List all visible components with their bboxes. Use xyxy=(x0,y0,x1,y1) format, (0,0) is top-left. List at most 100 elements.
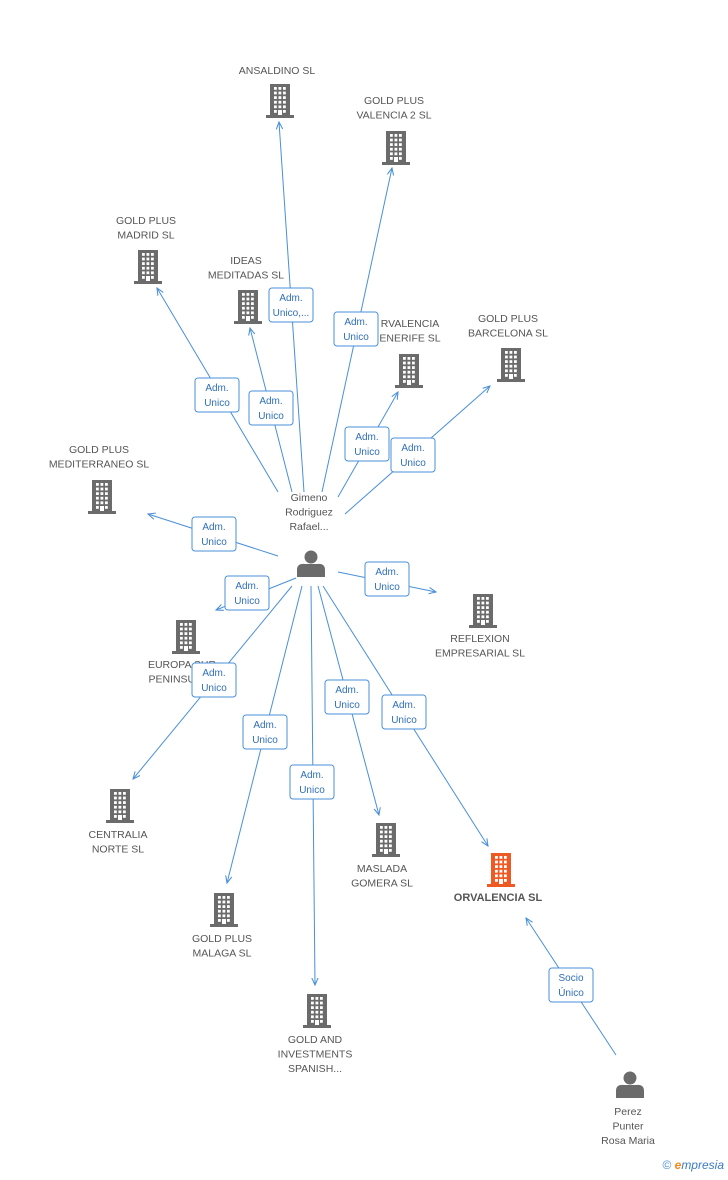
edge-label-text: Adm. xyxy=(375,567,398,578)
node-orv_tenerife[interactable]: RVALENCIA ENERIFE SL xyxy=(379,318,441,388)
node-label-line: MALAGA SL xyxy=(193,948,252,960)
edge-label-box xyxy=(390,437,436,473)
edge-label-gimeno-to-maslada[interactable]: Adm.Unico xyxy=(324,679,370,715)
node-ansaldino[interactable]: ANSALDINO SL xyxy=(239,65,316,118)
node-label-line: VALENCIA 2 SL xyxy=(356,110,431,122)
node-label-line: MASLADA xyxy=(357,863,407,875)
edge-label-gimeno-to-orvalencia[interactable]: Adm. Unico xyxy=(381,694,427,730)
edge-label-text: Unico xyxy=(299,785,325,796)
building-icon xyxy=(210,893,238,927)
edge-label-text: Adm. xyxy=(344,317,367,328)
edge-label-gimeno-to-centralia[interactable]: Adm. Unico xyxy=(191,662,237,698)
building-icon xyxy=(172,620,200,654)
edge-label-text: Unico xyxy=(201,683,227,694)
empresia-logo: © empresia xyxy=(662,1158,724,1172)
edge-label-gimeno-to-europa[interactable]: Adm. Unico xyxy=(224,575,270,611)
edge-label-text: Unico xyxy=(354,447,380,458)
edge-label-box xyxy=(289,764,335,800)
node-label-line: MADRID SL xyxy=(117,230,174,242)
edge-label-text: Unico xyxy=(374,582,400,593)
node-label-line: GOLD PLUS xyxy=(192,933,252,945)
edge-label-text: Adm. xyxy=(202,522,225,533)
edge-label-gimeno-to-gp_mediterraneo[interactable]: Adm. Unico xyxy=(191,516,237,552)
node-gimeno[interactable]: GimenoRodriguezRafael... xyxy=(285,492,333,577)
node-label-line: GOLD PLUS xyxy=(116,215,176,227)
edge-label-text: Unico xyxy=(258,411,284,422)
edge-label-box xyxy=(324,679,370,715)
building-icon xyxy=(88,480,116,514)
edge-label-gimeno-to-reflexion[interactable]: Adm. Unico xyxy=(364,561,410,597)
edge-label-box xyxy=(548,967,594,1003)
node-label-line: Gimeno xyxy=(291,492,328,504)
node-orvalencia[interactable]: ORVALENCIA SL xyxy=(454,853,543,904)
edge-label-text: Adm. xyxy=(202,668,225,679)
edge-label-text: Adm. xyxy=(235,581,258,592)
brand-e: e xyxy=(674,1158,682,1172)
edge-label-text: Unico xyxy=(252,735,278,746)
building-icon xyxy=(303,994,331,1028)
node-reflexion[interactable]: REFLEXION EMPRESARIAL SL xyxy=(435,594,525,660)
node-label-line: CENTRALIA xyxy=(89,829,148,841)
node-label-line: RVALENCIA xyxy=(381,318,440,330)
edge-label-box xyxy=(333,311,379,347)
node-gold_investments[interactable]: GOLD ANDINVESTMENTSSPANISH... xyxy=(278,994,353,1075)
edge-label-text: Adm. xyxy=(279,293,302,304)
node-gp_malaga[interactable]: GOLD PLUS MALAGA SL xyxy=(192,893,252,960)
edge-label-text: Adm. xyxy=(259,396,282,407)
node-ideas[interactable]: IDEAS MEDITADAS SL xyxy=(208,255,284,324)
edge-label-text: Adm. xyxy=(355,432,378,443)
node-label-line: GOLD PLUS xyxy=(364,95,424,107)
edge-label-text: Adm. xyxy=(300,770,323,781)
edge-label-gimeno-to-gp_barcelona[interactable]: Adm. Unico xyxy=(390,437,436,473)
edge-label-text: Unico xyxy=(201,537,227,548)
node-label-line: Punter xyxy=(613,1121,644,1133)
edge-label-gimeno-to-gp_malaga[interactable]: Adm. Unico xyxy=(242,714,288,750)
edge-label-gimeno-to-ansaldino[interactable]: Adm. Unico,... xyxy=(268,287,314,323)
edge-label-text: Unico xyxy=(400,458,426,469)
person-icon xyxy=(297,550,325,577)
building-icon xyxy=(372,823,400,857)
node-gp_valencia2[interactable]: GOLD PLUS VALENCIA 2 SL xyxy=(356,95,432,165)
building-icon xyxy=(106,789,134,823)
edge-label-box xyxy=(191,516,237,552)
node-label-line: Rafael... xyxy=(289,521,328,533)
node-label-line: Rosa Maria xyxy=(601,1135,655,1147)
edge-label-text: Adm. xyxy=(392,700,415,711)
building-icon xyxy=(266,84,294,118)
building-icon xyxy=(234,290,262,324)
node-label-line: EMPRESARIAL SL xyxy=(435,648,525,660)
edge-label-gimeno-to-gold_investments[interactable]: Adm. Unico xyxy=(289,764,335,800)
node-label-line: ANSALDINO SL xyxy=(239,65,316,77)
edge-label-gimeno-to-gp_madrid[interactable]: Adm. Unico xyxy=(194,377,240,413)
edge-label-text: Unico xyxy=(391,715,417,726)
edge-label-text: Unico xyxy=(234,596,260,607)
edge-label-text: Unico xyxy=(343,332,369,343)
edge-label-text: Adm. xyxy=(205,383,228,394)
copyright-icon: © xyxy=(662,1158,672,1172)
edge-label-text: Adm. xyxy=(401,443,424,454)
node-label-line: MEDITADAS SL xyxy=(208,270,284,282)
edge-label-text: Adm. xyxy=(253,720,276,731)
edge-label-gimeno-to-gp_valencia2[interactable]: Adm. Unico xyxy=(333,311,379,347)
node-label-line: ENERIFE SL xyxy=(379,333,440,345)
node-label-line: REFLEXION xyxy=(450,633,510,645)
node-label-line: GOLD AND xyxy=(288,1034,343,1046)
edge-label-text: Unico xyxy=(204,398,230,409)
edge-label-gimeno-to-ideas[interactable]: Adm. Unico xyxy=(248,390,294,426)
edge-label-box xyxy=(224,575,270,611)
edge-label-box xyxy=(268,287,314,323)
edge-label-gimeno-to-orv_tenerife[interactable]: Adm. Unico xyxy=(344,426,390,462)
edge-label-text: Unico,... xyxy=(273,308,310,319)
node-label-line: IDEAS xyxy=(230,255,262,267)
node-gp_madrid[interactable]: GOLD PLUS MADRID SL xyxy=(116,215,176,284)
node-label-line: SPANISH... xyxy=(288,1063,342,1075)
